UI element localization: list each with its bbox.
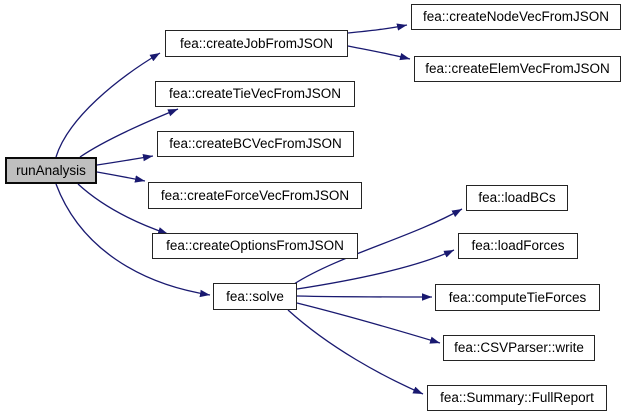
node-fea-createElemVecFromJSON[interactable]: fea::createElemVecFromJSON [414, 56, 621, 82]
edge-createJobFromJSON-to-createElemVecFromJSON [347, 45, 411, 61]
node-fea-Summary-FullReport[interactable]: fea::Summary::FullReport [427, 385, 607, 411]
node-fea-createJobFromJSON[interactable]: fea::createJobFromJSON [165, 30, 348, 57]
node-fea-createOptionsFromJSON[interactable]: fea::createOptionsFromJSON [152, 233, 358, 259]
node-fea-createForceVecFromJSON[interactable]: fea::createForceVecFromJSON [148, 182, 362, 209]
edge-solve-to-loadForces [296, 249, 455, 290]
node-fea-createNodeVecFromJSON[interactable]: fea::createNodeVecFromJSON [411, 4, 621, 30]
edge-solve-to-CSVParser-write [296, 302, 441, 344]
edge-solve-to-Summary-FullReport [287, 309, 424, 395]
edge-runAnalysis-to-createBCVecFromJSON [96, 153, 154, 166]
edge-runAnalysis-to-createJobFromJSON [55, 52, 161, 158]
edge-solve-to-loadBCs [293, 208, 463, 285]
node-fea-createBCVecFromJSON[interactable]: fea::createBCVecFromJSON [157, 131, 354, 157]
node-runAnalysis: runAnalysis [5, 157, 97, 184]
node-fea-CSVParser-write[interactable]: fea::CSVParser::write [443, 335, 595, 361]
edge-createJobFromJSON-to-createNodeVecFromJSON [347, 23, 408, 34]
node-fea-computeTieForces[interactable]: fea::computeTieForces [435, 284, 600, 311]
edge-runAnalysis-to-createOptionsFromJSON [77, 183, 169, 235]
edge-runAnalysis-to-createForceVecFromJSON [96, 171, 146, 183]
node-fea-createTieVecFromJSON[interactable]: fea::createTieVecFromJSON [155, 81, 355, 107]
edge-runAnalysis-to-solve [55, 183, 211, 298]
edge-runAnalysis-to-createTieVecFromJSON [79, 108, 179, 158]
node-fea-loadForces[interactable]: fea::loadForces [458, 233, 578, 259]
edge-solve-to-computeTieForces [296, 293, 433, 301]
node-fea-solve[interactable]: fea::solve [213, 283, 297, 310]
node-fea-loadBCs[interactable]: fea::loadBCs [466, 185, 568, 211]
